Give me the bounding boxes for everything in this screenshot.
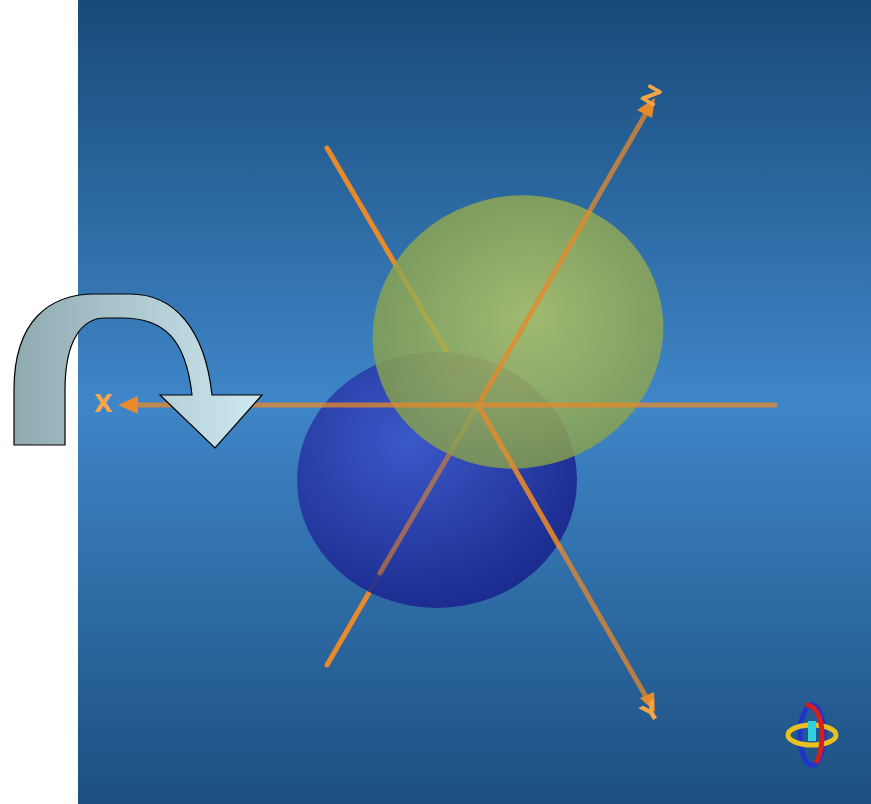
axis-label: X — [94, 392, 113, 416]
rotation-arrow — [14, 294, 262, 448]
orientation-icon — [788, 705, 836, 765]
